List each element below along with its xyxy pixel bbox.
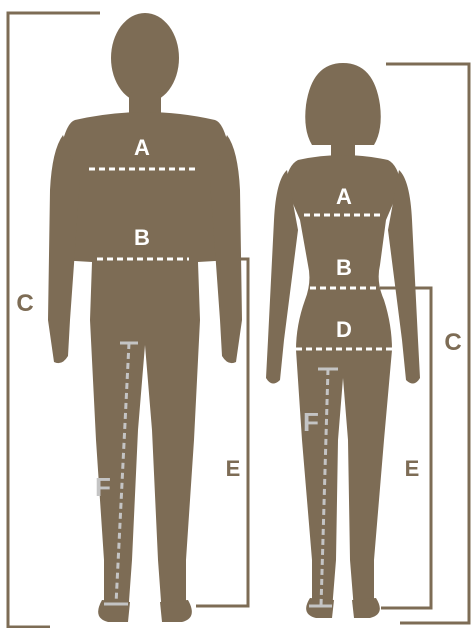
male-figure: A B C E F	[8, 13, 248, 627]
male-inseam-label: F	[95, 472, 111, 502]
female-inseam-label: F	[303, 407, 319, 437]
male-waist-label: B	[134, 225, 150, 250]
female-height-label: C	[444, 329, 461, 356]
female-waist-label: B	[336, 255, 352, 280]
male-silhouette	[48, 13, 242, 622]
female-leg-label: E	[405, 456, 420, 481]
female-figure: A B D C E F	[266, 63, 469, 623]
male-leg-label: E	[226, 456, 241, 481]
male-height-label: C	[16, 290, 33, 317]
male-chest-label: A	[134, 135, 150, 160]
female-hip-label: D	[336, 317, 352, 342]
female-bust-label: A	[336, 184, 352, 209]
